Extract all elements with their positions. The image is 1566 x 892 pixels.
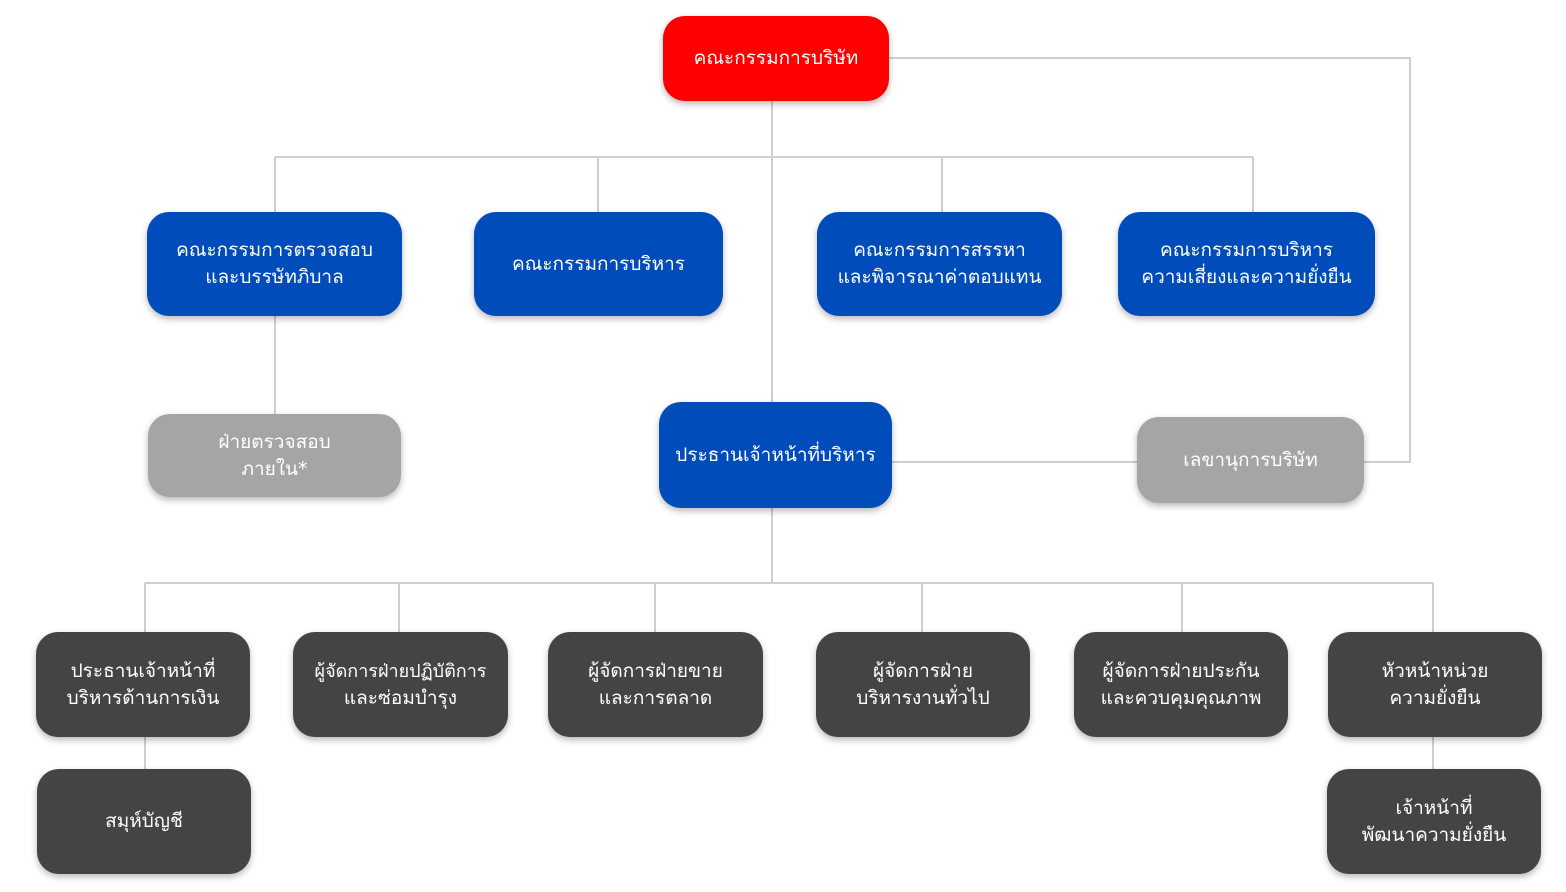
sustainability-head-line1: หัวหน้าหน่วย <box>1381 659 1489 682</box>
risk-committee-box: คณะกรรมการบริหาร ความเสี่ยงและความยั่งยื… <box>1118 212 1375 316</box>
admin-manager-line2: บริหารงานทั่วไป <box>856 686 990 709</box>
nomination-committee-line2: และพิจารณาค่าตอบแทน <box>837 266 1042 288</box>
connector-board-secretary <box>889 57 1411 463</box>
admin-manager-box: ผู้จัดการฝ่าย บริหารงานทั่วไป <box>816 632 1030 737</box>
risk-committee-line2: ความเสี่ยงและความยั่งยืน <box>1141 266 1352 288</box>
company-secretary-label: เลขานุการบริษัท <box>1183 448 1318 471</box>
operations-manager-box: ผู้จัดการฝ่ายปฏิบัติการ และซ่อมบำรุง <box>293 632 508 737</box>
sustainability-head-line2: ความยั่งยืน <box>1389 686 1481 709</box>
executive-committee-box: คณะกรรมการบริหาร <box>474 212 723 316</box>
company-secretary-box: เลขานุการบริษัท <box>1137 417 1364 503</box>
admin-manager-line1: ผู้จัดการฝ่าย <box>873 659 973 682</box>
internal-audit-line1: ฝ่ายตรวจสอบ <box>218 430 331 453</box>
accounting-box: สมุห์บัญชี <box>37 769 251 874</box>
risk-committee-line1: คณะกรรมการบริหาร <box>1159 239 1334 261</box>
operations-manager-line2: และซ่อมบำรุง <box>343 686 458 709</box>
ceo-label: ประธานเจ้าหน้าที่บริหาร <box>675 443 876 466</box>
board-of-directors-box: คณะกรรมการบริษัท <box>663 16 889 101</box>
ceo-box: ประธานเจ้าหน้าที่บริหาร <box>659 402 892 508</box>
cfo-line1: ประธานเจ้าหน้าที่ <box>70 659 216 682</box>
audit-committee-line2: และบรรษัทภิบาล <box>205 266 344 288</box>
audit-committee-box: คณะกรรมการตรวจสอบ และบรรษัทภิบาล <box>147 212 402 316</box>
quality-manager-line2: และควบคุมคุณภาพ <box>1100 686 1262 709</box>
internal-audit-line2: ภายใน* <box>241 457 308 480</box>
nomination-committee-box: คณะกรรมการสรรหา และพิจารณาค่าตอบแทน <box>817 212 1062 316</box>
sales-manager-box: ผู้จัดการฝ่ายขาย และการตลาด <box>548 632 763 737</box>
quality-manager-line1: ผู้จัดการฝ่ายประกัน <box>1102 659 1260 682</box>
sustainability-head-box: หัวหน้าหน่วย ความยั่งยืน <box>1328 632 1542 737</box>
executive-committee-line1: คณะกรรมการบริหาร <box>511 252 686 275</box>
quality-manager-box: ผู้จัดการฝ่ายประกัน และควบคุมคุณภาพ <box>1074 632 1288 737</box>
accounting-label: สมุห์บัญชี <box>105 810 183 832</box>
cfo-line2: บริหารด้านการเงิน <box>66 686 220 709</box>
sales-manager-line2: และการตลาด <box>598 686 713 709</box>
cfo-box: ประธานเจ้าหน้าที่ บริหารด้านการเงิน <box>36 632 250 737</box>
nomination-committee-line1: คณะกรรมการสรรหา <box>853 239 1026 261</box>
internal-audit-box: ฝ่ายตรวจสอบ ภายใน* <box>148 414 401 497</box>
board-label: คณะกรรมการบริษัท <box>693 47 859 69</box>
sustainability-officer-box: เจ้าหน้าที่ พัฒนาความยั่งยืน <box>1327 769 1541 874</box>
sales-manager-line1: ผู้จัดการฝ่ายขาย <box>588 659 723 682</box>
sustainability-officer-line1: เจ้าหน้าที่ <box>1395 796 1473 819</box>
operations-manager-line1: ผู้จัดการฝ่ายปฏิบัติการ <box>314 660 487 682</box>
sustainability-officer-line2: พัฒนาความยั่งยืน <box>1361 823 1507 846</box>
audit-committee-line1: คณะกรรมการตรวจสอบ <box>176 239 373 261</box>
